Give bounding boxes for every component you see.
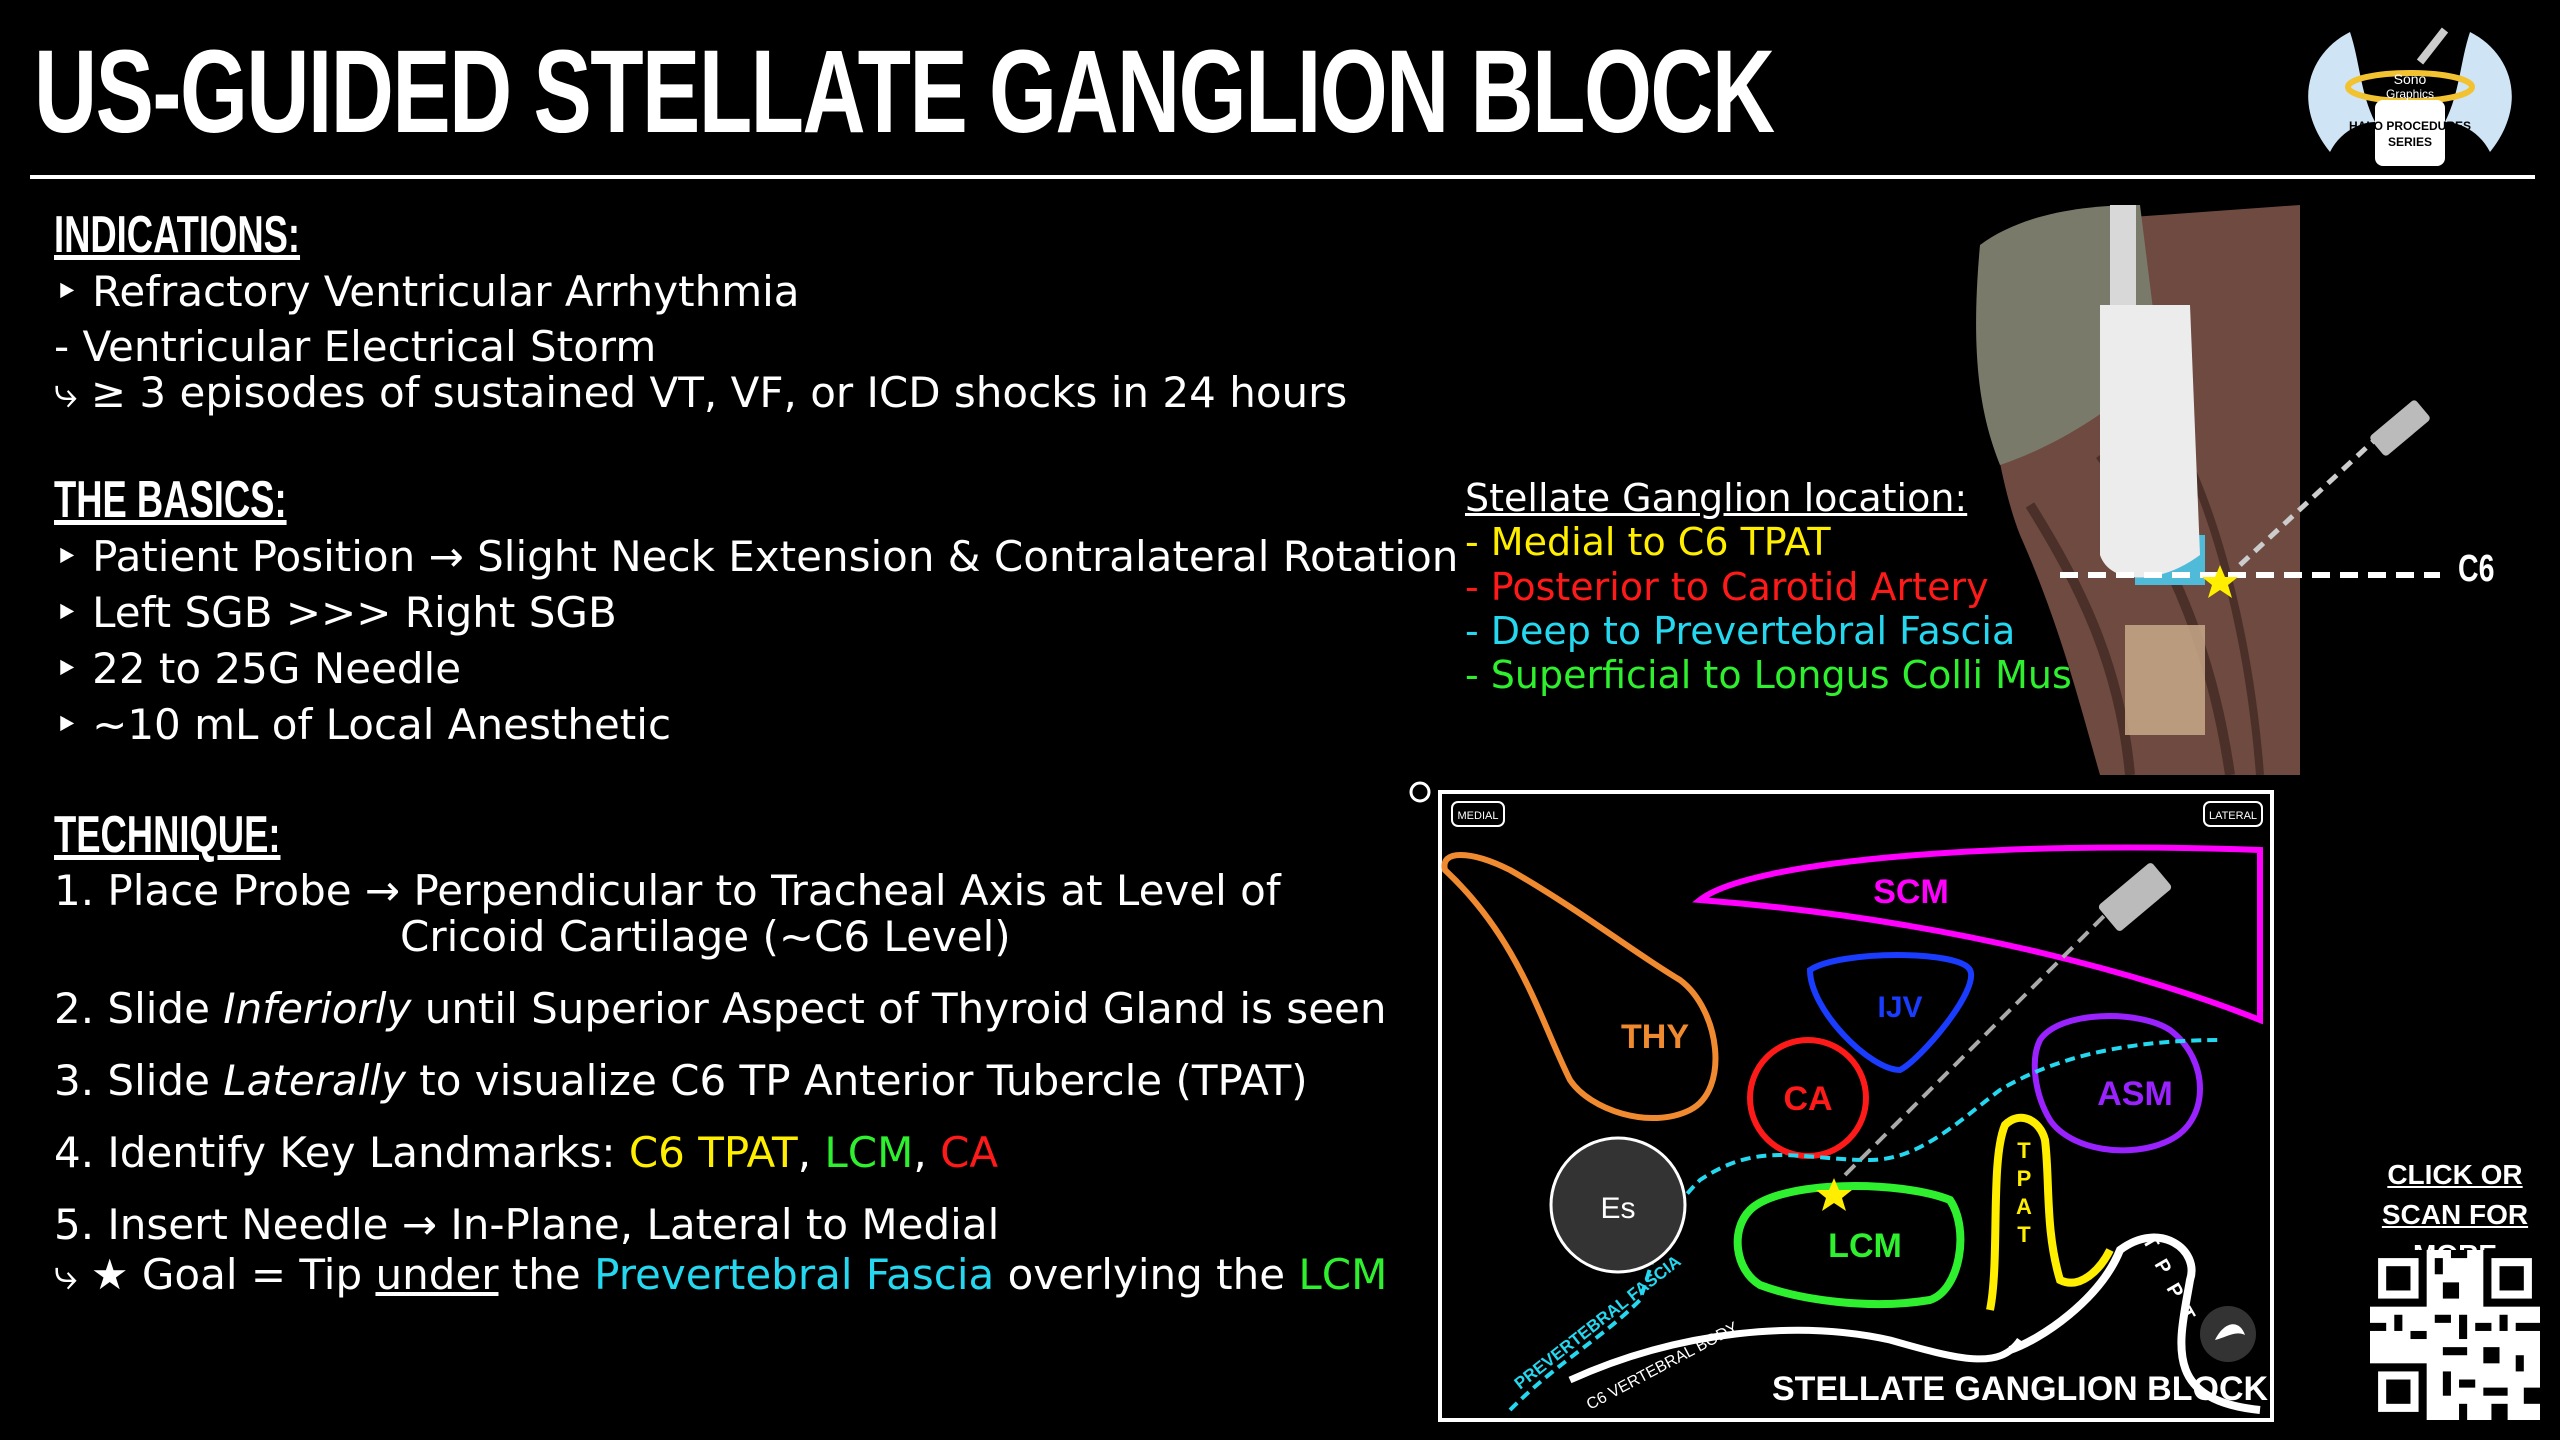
tpat-letter: T — [2017, 1222, 2031, 1247]
location-item-medial: - Medial to C6 TPAT — [1465, 520, 1831, 564]
indication-subitem: ⤷ ≥ 3 episodes of sustained VT, VF, or I… — [54, 368, 1348, 417]
logo-series-line1: HALO PROCEDURES — [2349, 119, 2471, 133]
carotid-label: CA — [1783, 1080, 1832, 1118]
technique-step-4: 4. Identify Key Landmarks: C6 TPAT, LCM,… — [54, 1128, 999, 1177]
technique-step-2: 2. Slide Inferiorly until Superior Aspec… — [54, 984, 1387, 1033]
technique-step-5: 5. Insert Needle → In-Plane, Lateral to … — [54, 1200, 1000, 1249]
basics-item: ‣ Left SGB >>> Right SGB — [54, 588, 617, 637]
basics-item: ‣ ~10 mL of Local Anesthetic — [54, 700, 672, 749]
thyroid-label: THY — [1621, 1018, 1689, 1056]
indication-item: ‣ Refractory Ventricular Arrhythmia — [54, 267, 800, 316]
scm-label: SCM — [1873, 873, 1949, 911]
technique-step-3: 3. Slide Laterally to visualize C6 TP An… — [54, 1056, 1308, 1105]
scm-outline — [1692, 844, 2263, 1025]
title-divider — [30, 175, 2535, 179]
ijv-outline — [1806, 952, 1975, 1074]
ultrasound-diagram: MEDIAL LATERAL SCM THY IJV CA ASM LCM Es… — [1409, 781, 2274, 1422]
technique-goal: ⤷ ★ Goal = Tip under the Prevertebral Fa… — [54, 1250, 1388, 1299]
tpp-letter: P — [2150, 1256, 2176, 1279]
basics-item: ‣ Patient Position → Slight Neck Extensi… — [54, 532, 1459, 581]
esophagus — [1549, 1136, 1687, 1274]
diagram-frame — [1438, 790, 2274, 1422]
target-star-icon — [1816, 1178, 1852, 1211]
thyroid-outline — [1441, 852, 1719, 1121]
indications-heading: INDICATIONS: — [54, 206, 301, 264]
tpp-letter: T — [2138, 1232, 2163, 1254]
location-heading: Stellate Ganglion location: — [1465, 476, 1968, 520]
logo-series-line2: SERIES — [2388, 135, 2432, 149]
vertebral-body-outline — [1568, 1326, 2023, 1384]
basics-item: ‣ 22 to 25G Needle — [54, 644, 462, 693]
probe-orientation-marker — [1409, 781, 1431, 803]
neck-anatomy-illustration — [1976, 205, 2440, 775]
tpat-letter: T — [2017, 1138, 2031, 1163]
indication-item: - Ventricular Electrical Storm — [54, 322, 657, 371]
diagram-footer: STELLATE GANGLION BLOCK — [1772, 1370, 2269, 1408]
location-item-superficial: - Superficial to Longus Colli Muscle — [1465, 653, 2127, 697]
esophagus-label: Es — [1600, 1192, 1635, 1225]
tpat-letter: A — [2016, 1194, 2032, 1219]
needle-path — [1843, 908, 2112, 1177]
logo-text-graphics: Graphics — [2386, 87, 2434, 101]
qr-code[interactable] — [2370, 1250, 2540, 1420]
tpat-outline — [1986, 1113, 2114, 1311]
prevertebral-fascia — [1508, 1038, 2221, 1412]
technique-step-1-cont: Cricoid Cartilage (~C6 Level) — [400, 912, 1011, 961]
page-title: US-GUIDED STELLATE GANGLION BLOCK — [34, 26, 1775, 158]
asm-label: ASM — [2097, 1075, 2173, 1113]
location-item-deep: - Deep to Prevertebral Fascia — [1465, 609, 2016, 653]
lcm-outline — [1733, 1182, 1965, 1309]
c6-level-label: C6 — [2458, 548, 2495, 590]
asm-outline — [2031, 1013, 2203, 1154]
needle-hub — [2098, 863, 2172, 931]
technique-heading: TECHNIQUE: — [54, 806, 281, 864]
technique-step-1: 1. Place Probe → Perpendicular to Trache… — [54, 866, 1281, 915]
location-item-posterior: - Posterior to Carotid Artery — [1465, 565, 1989, 609]
lcm-label: LCM — [1828, 1227, 1902, 1265]
medial-label: MEDIAL — [1458, 810, 1499, 822]
tpat-letter: P — [2017, 1166, 2032, 1191]
basics-heading: THE BASICS: — [54, 471, 287, 529]
sonographics-logo: Sono Graphics HALO PROCEDURES SERIES — [2308, 27, 2512, 166]
logo-text-sono: Sono — [2394, 71, 2427, 87]
tpp-outline — [2008, 1233, 2261, 1414]
ijv-label: IJV — [1877, 991, 1922, 1024]
lateral-label: LATERAL — [2209, 810, 2257, 822]
